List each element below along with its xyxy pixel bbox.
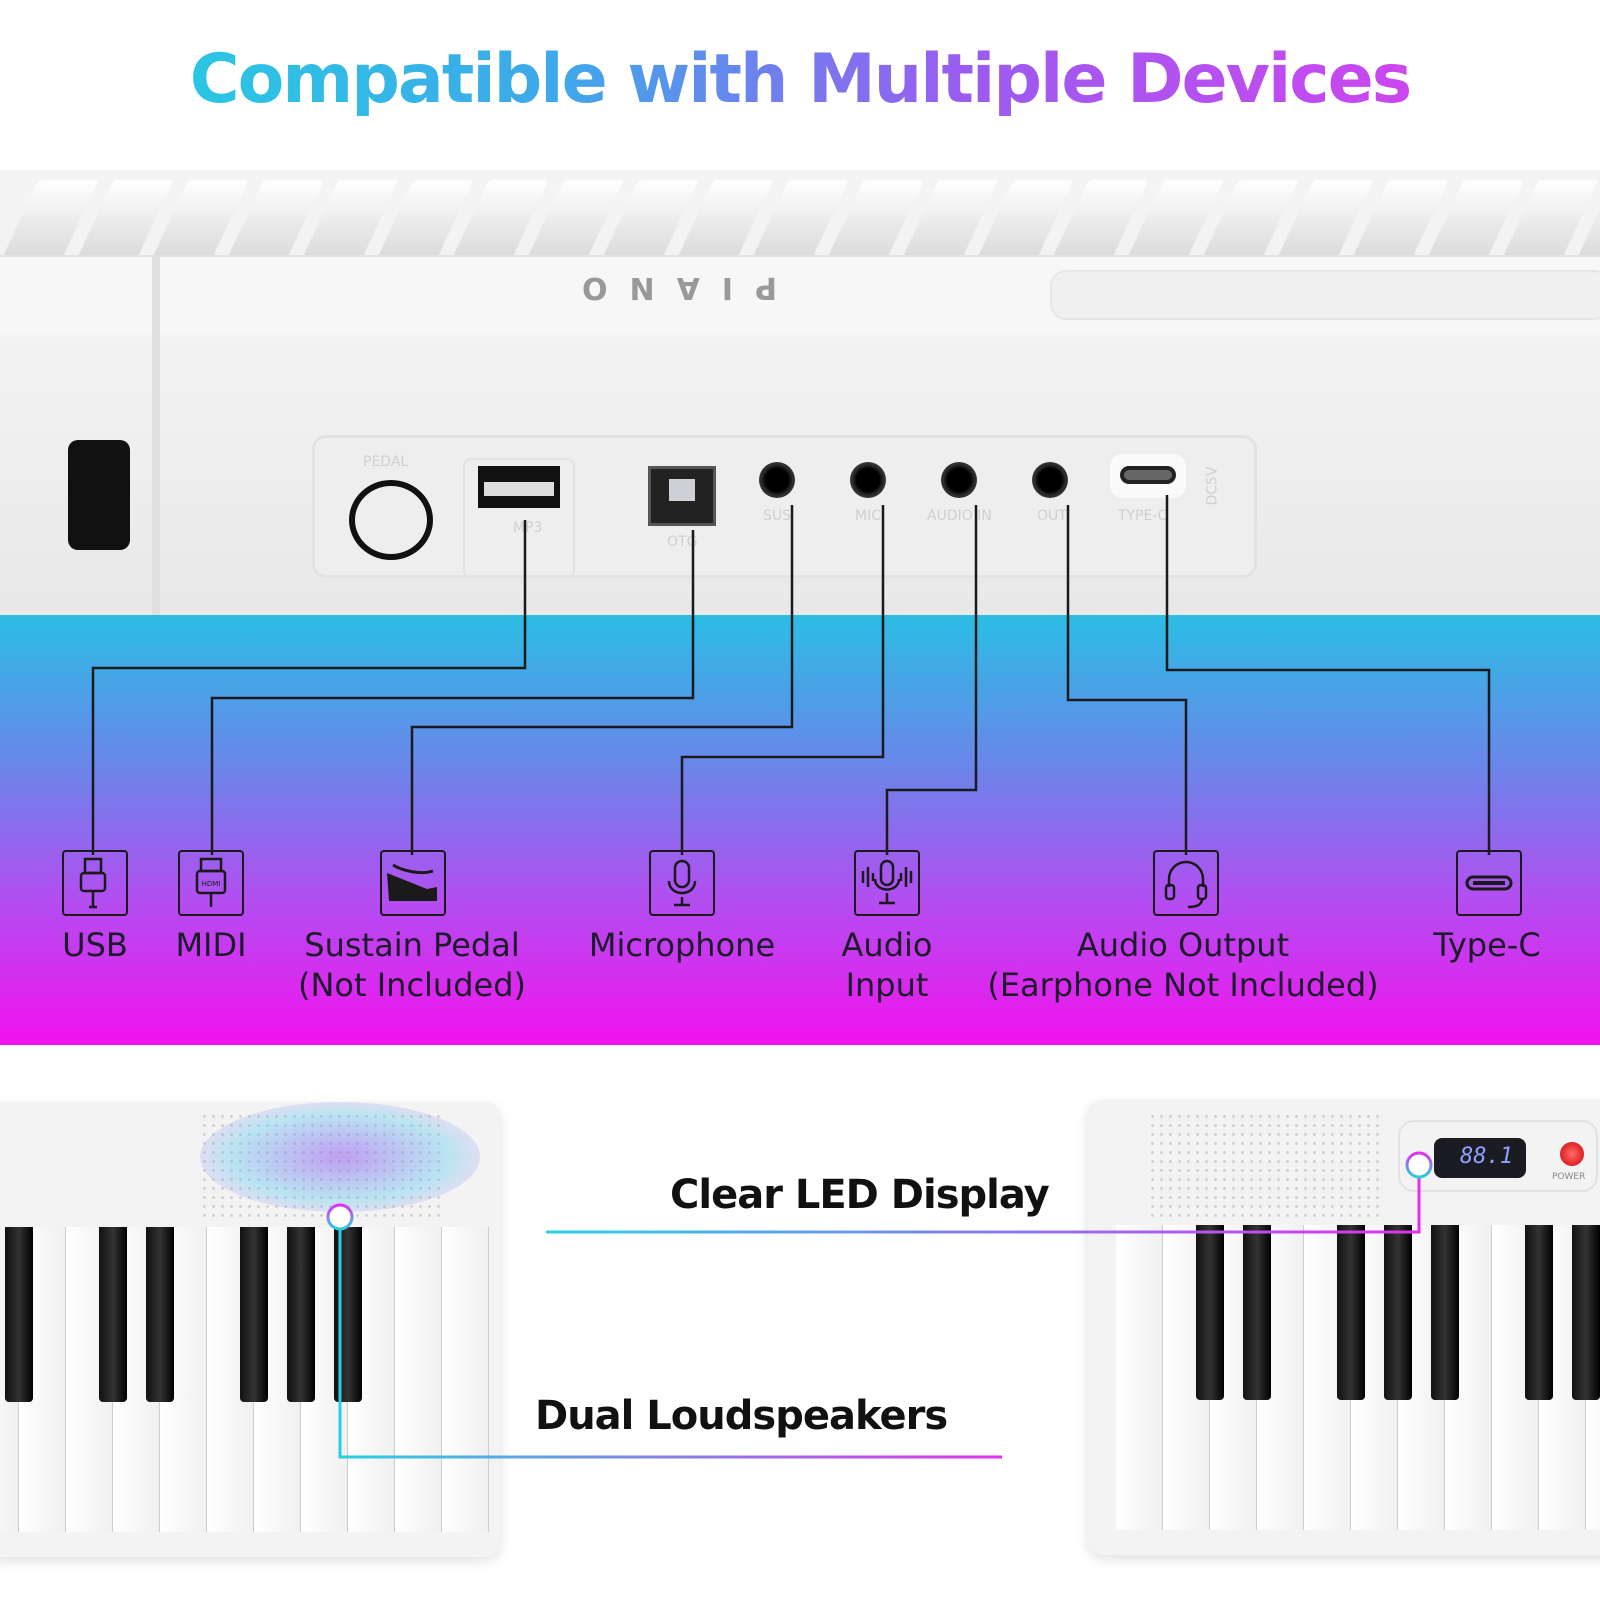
left-keyboard-section	[0, 1102, 500, 1557]
port-label-mp3: MP3	[513, 520, 543, 536]
power-switch[interactable]	[68, 440, 130, 550]
black-key[interactable]	[5, 1227, 33, 1402]
usb-icon	[62, 850, 128, 916]
port-label-sustain-pedal: Sustain Pedal(Not Included)	[298, 926, 526, 1004]
power-button[interactable]	[1560, 1142, 1584, 1166]
black-key[interactable]	[1431, 1225, 1459, 1400]
control-buttons-panel	[1050, 270, 1600, 320]
audio-in-jack[interactable]	[941, 462, 977, 498]
port-label-pedal: PEDAL	[363, 454, 409, 470]
port-label-out: OUT	[1037, 508, 1067, 524]
ports-legend-band	[0, 615, 1600, 1045]
display-panel	[1398, 1120, 1598, 1192]
keyboard-rear-photo: PIANO PEDAL MP3 OTG SUS MIC AUDIO IN OUT…	[0, 170, 1600, 615]
black-key[interactable]	[1384, 1225, 1412, 1400]
out-connector-line	[1066, 505, 1188, 855]
black-key[interactable]	[99, 1227, 127, 1402]
audio-input-icon	[854, 850, 920, 916]
black-key[interactable]	[1525, 1225, 1553, 1400]
type-c-port[interactable]	[1110, 454, 1186, 498]
black-key[interactable]	[240, 1227, 268, 1402]
port-label-type-c: TYPE-C	[1118, 508, 1168, 524]
port-label-midi: MIDI	[175, 926, 247, 964]
microphone-icon	[649, 850, 715, 916]
port-label-audio-output: Audio Output(Earphone Not Included)	[987, 926, 1379, 1004]
audio-in-connector-line	[885, 505, 978, 855]
black-key[interactable]	[146, 1227, 174, 1402]
black-key[interactable]	[1572, 1225, 1600, 1400]
sustain-connector-line	[410, 505, 794, 855]
speaker-glow	[200, 1102, 480, 1212]
page-title: Compatible with Multiple Devices	[0, 40, 1600, 119]
black-key[interactable]	[1196, 1225, 1224, 1400]
port-label-type-c: Type-C	[1433, 926, 1541, 964]
pedal-port[interactable]	[349, 480, 433, 560]
midi-connector-line	[210, 530, 695, 855]
loudspeakers-callout: Dual Loudspeakers	[535, 1393, 948, 1439]
port-label-sus: SUS	[763, 508, 792, 524]
usb-a-port[interactable]	[478, 466, 560, 508]
hdmi-midi-icon: HDMI	[178, 850, 244, 916]
black-key[interactable]	[334, 1227, 362, 1402]
black-key[interactable]	[1243, 1225, 1271, 1400]
white-key[interactable]	[1116, 1225, 1163, 1530]
headphones-icon	[1153, 850, 1219, 916]
white-key[interactable]	[442, 1227, 489, 1532]
black-key[interactable]	[1337, 1225, 1365, 1400]
port-label-usb: USB	[62, 926, 128, 964]
fold-seam	[152, 255, 160, 615]
out-jack[interactable]	[1032, 462, 1068, 498]
type-c-icon	[1456, 850, 1522, 916]
port-label-otg: OTG	[667, 534, 698, 550]
sus-jack[interactable]	[759, 462, 795, 498]
usb-connector-line	[91, 520, 527, 855]
sustain-pedal-icon	[380, 850, 446, 916]
right-speaker-grille	[1148, 1112, 1383, 1222]
usb-b-port[interactable]	[648, 466, 716, 526]
svg-text:HDMI: HDMI	[202, 880, 221, 888]
led-display-callout: Clear LED Display	[670, 1172, 1050, 1218]
mic-jack[interactable]	[850, 462, 886, 498]
white-key[interactable]	[395, 1227, 442, 1532]
led-display: 88.1	[1434, 1138, 1526, 1178]
type-c-connector-line	[1165, 495, 1491, 855]
mic-connector-line	[680, 505, 885, 855]
port-label-microphone: Microphone	[588, 926, 776, 964]
power-label: POWER	[1552, 1172, 1586, 1182]
black-key[interactable]	[287, 1227, 315, 1402]
port-panel: PEDAL MP3 OTG SUS MIC AUDIO IN OUT TYPE-…	[312, 435, 1257, 578]
port-label-mic: MIC	[855, 508, 881, 524]
right-keyboard-section: 88.1 POWER	[1088, 1100, 1600, 1555]
